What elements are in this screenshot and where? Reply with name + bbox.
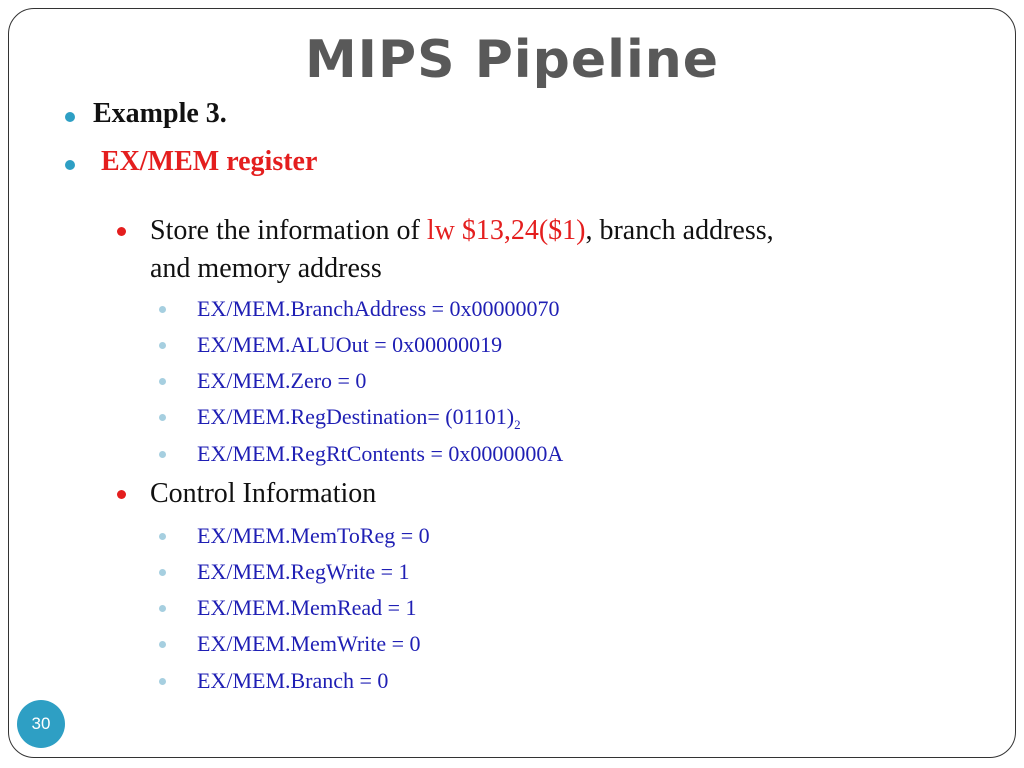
control-item: EX/MEM.MemToReg = 0: [197, 523, 430, 548]
control-item: EX/MEM.MemWrite = 0: [197, 631, 421, 656]
level2-bullet: [117, 490, 126, 499]
example-heading-text: Example 3.: [93, 98, 227, 129]
level3-bullet: [159, 342, 166, 349]
data-item: EX/MEM.Zero = 0: [197, 368, 367, 393]
register-heading: EX/MEM register: [101, 146, 317, 178]
level3-bullet: [159, 306, 166, 313]
level3-bullet: [159, 451, 166, 458]
store-suffix: , branch address,: [585, 215, 774, 246]
level1-bullet: [65, 160, 75, 170]
slide-number-badge: 30: [17, 700, 65, 748]
data-item-regdest: EX/MEM.RegDestination= (01101)2: [197, 404, 521, 433]
lw-instruction: lw $13,24($1): [426, 215, 586, 246]
regdest-text: EX/MEM.RegDestination= (01101): [197, 404, 515, 429]
slide-frame: [8, 8, 1016, 758]
control-item: EX/MEM.Branch = 0: [197, 668, 389, 693]
level2-bullet: [117, 227, 126, 236]
store-prefix: Store the information of: [150, 215, 427, 246]
control-heading-text: Control Information: [150, 478, 377, 509]
control-info-heading: Control Information: [150, 475, 376, 513]
store-info-item: Store the information of lw $13,24($1), …: [150, 212, 774, 250]
data-item: EX/MEM.RegRtContents = 0x0000000A: [197, 441, 564, 466]
regdest-subscript: 2: [514, 417, 521, 432]
control-item: EX/MEM.MemRead = 1: [197, 595, 417, 620]
example-heading: Example 3.: [93, 98, 227, 130]
level3-bullet: [159, 378, 166, 385]
store-line2-text: and memory address: [150, 253, 382, 284]
level3-bullet: [159, 533, 166, 540]
level3-bullet: [159, 678, 166, 685]
level3-bullet: [159, 641, 166, 648]
level3-bullet: [159, 605, 166, 612]
level3-bullet: [159, 414, 166, 421]
data-item: EX/MEM.BranchAddress = 0x00000070: [197, 296, 560, 321]
control-item: EX/MEM.RegWrite = 1: [197, 559, 410, 584]
level3-bullet: [159, 569, 166, 576]
register-heading-text: EX/MEM register: [101, 146, 318, 177]
data-item: EX/MEM.ALUOut = 0x00000019: [197, 332, 503, 357]
level1-bullet: [65, 112, 75, 122]
store-info-line2: and memory address: [150, 250, 382, 288]
slide-title: MIPS Pipeline: [304, 30, 720, 90]
